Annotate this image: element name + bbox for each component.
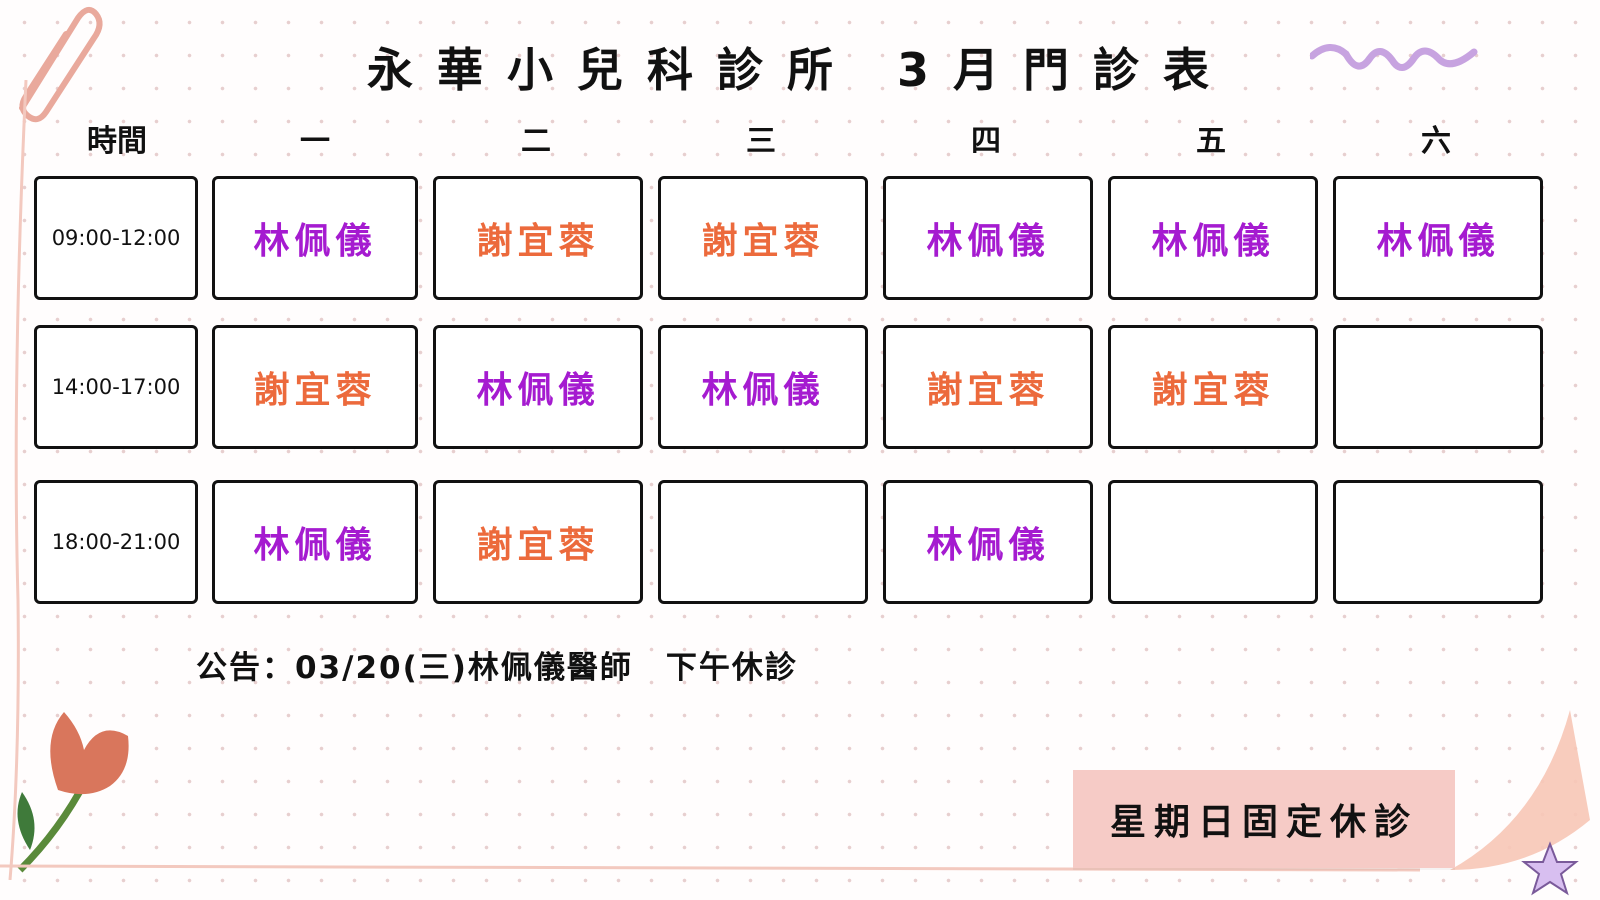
notice-text: 公告：03/20(三)林佩儀醫師 下午休診 bbox=[196, 650, 798, 686]
schedule-cell: 謝宜蓉 bbox=[212, 325, 418, 449]
border-line-left bbox=[8, 80, 28, 880]
time-slot-cell: 18:00-21:00 bbox=[34, 480, 198, 604]
schedule-cell bbox=[1333, 325, 1543, 449]
star-icon bbox=[1521, 841, 1579, 896]
schedule-cell bbox=[1333, 480, 1543, 604]
flower-icon bbox=[17, 712, 129, 873]
time-slot-label: 18:00-21:00 bbox=[51, 530, 181, 554]
schedule-cell: 林佩儀 bbox=[883, 480, 1093, 604]
time-slot-label: 14:00-17:00 bbox=[51, 375, 181, 399]
schedule-cell: 林佩儀 bbox=[1108, 176, 1318, 300]
doctor-name: 謝宜蓉 bbox=[701, 221, 825, 262]
curl-decoration bbox=[1450, 710, 1590, 870]
doctor-name: 謝宜蓉 bbox=[253, 370, 377, 411]
schedule-cell bbox=[1108, 480, 1318, 604]
time-slot-cell: 09:00-12:00 bbox=[34, 176, 198, 300]
time-slot-label: 09:00-12:00 bbox=[51, 226, 181, 250]
doctor-name: 謝宜蓉 bbox=[476, 221, 600, 262]
schedule-cell: 林佩儀 bbox=[212, 480, 418, 604]
doctor-name: 謝宜蓉 bbox=[926, 370, 1050, 411]
sunday-closed-label: 星期日固定休診 bbox=[1109, 802, 1418, 843]
time-slot-cell: 14:00-17:00 bbox=[34, 325, 198, 449]
header-day-sat: 六 bbox=[1421, 124, 1451, 159]
schedule-cell: 林佩儀 bbox=[1333, 176, 1543, 300]
header-day-mon: 一 bbox=[300, 124, 330, 159]
doctor-name: 林佩儀 bbox=[926, 525, 1050, 566]
doctor-name: 林佩儀 bbox=[253, 525, 377, 566]
squiggle-icon bbox=[1310, 44, 1478, 71]
schedule-cell: 林佩儀 bbox=[658, 325, 868, 449]
schedule-cell: 謝宜蓉 bbox=[658, 176, 868, 300]
bottom-border-line bbox=[0, 864, 1421, 872]
header-time-label: 時間 bbox=[87, 124, 147, 159]
sunday-closed-badge: 星期日固定休診 bbox=[1073, 770, 1455, 868]
header-day-tue: 二 bbox=[521, 124, 551, 159]
schedule-cell bbox=[658, 480, 868, 604]
schedule-cell: 謝宜蓉 bbox=[433, 480, 643, 604]
header-day-fri: 五 bbox=[1196, 124, 1226, 159]
doctor-name: 林佩儀 bbox=[253, 221, 377, 262]
doctor-name: 林佩儀 bbox=[476, 370, 600, 411]
header-day-wed: 三 bbox=[746, 124, 776, 159]
doctor-name: 林佩儀 bbox=[926, 221, 1050, 262]
doctor-name: 林佩儀 bbox=[701, 370, 825, 411]
schedule-cell: 林佩儀 bbox=[433, 325, 643, 449]
doctor-name: 謝宜蓉 bbox=[1151, 370, 1275, 411]
schedule-cell: 謝宜蓉 bbox=[1108, 325, 1318, 449]
page-title: 永華小兒科診所 3月門診表 bbox=[366, 43, 1234, 97]
schedule-cell: 林佩儀 bbox=[883, 176, 1093, 300]
schedule-cell: 謝宜蓉 bbox=[883, 325, 1093, 449]
header-day-thu: 四 bbox=[971, 124, 1001, 159]
doctor-name: 林佩儀 bbox=[1376, 221, 1500, 262]
schedule-cell: 謝宜蓉 bbox=[433, 176, 643, 300]
doctor-name: 謝宜蓉 bbox=[476, 525, 600, 566]
schedule-cell: 林佩儀 bbox=[212, 176, 418, 300]
doctor-name: 林佩儀 bbox=[1151, 221, 1275, 262]
